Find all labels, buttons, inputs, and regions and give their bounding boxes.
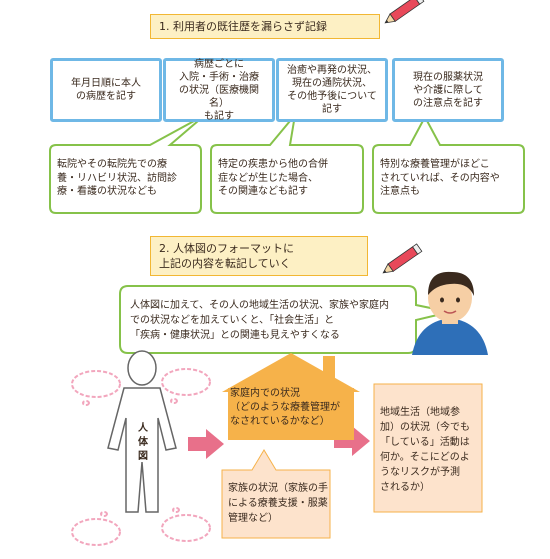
bubble-text-complications: 特定の疾患から他の合併 症などが生じた場合、 その関連なども記す — [218, 159, 328, 197]
community-box — [373, 383, 483, 513]
person-avatar — [412, 271, 488, 355]
speech-bubble — [119, 285, 451, 354]
box-text: 年月日順に本人 の病歴を記す — [71, 78, 141, 102]
pink-thought-bubbles — [71, 368, 211, 546]
arrow-right — [188, 429, 224, 459]
house-shape — [222, 353, 360, 440]
family-box — [221, 449, 331, 539]
info-box-prognosis: 治癒や再発の状況、 現在の通院状況、 その他予後について 記す — [276, 58, 388, 122]
box-text: 病歴ごとに 入院・手術・治療 の状況（医療機関名） も記す — [179, 58, 259, 122]
info-box-medical-history: 年月日順に本人 の病歴を記す — [50, 58, 162, 122]
body-figure-label: 人 体 図 — [138, 423, 148, 462]
section2-title: 2. 人体図のフォーマットに 上記の内容を転記していく — [150, 236, 368, 276]
section1-title: 1. 利用者の既往歴を漏らさず記録 — [150, 14, 380, 39]
bubble-text-care: 特別な療養管理がほどこ されていれば、その内容や 注意点も — [380, 159, 500, 197]
family-text: 家族の状況（家族の手 による療養支援・服薬 管理など） — [228, 483, 328, 524]
box-text: 現在の服薬状況 や介護に際して の注意点を記す — [413, 71, 483, 109]
community-text: 地域生活（地域参 加）の状況（今でも 「している」活動は 何か。そこにどのよ う… — [380, 407, 470, 493]
pencil-icon — [382, 243, 423, 274]
green-bubbles — [49, 111, 525, 214]
house-text: 家庭内での状況 （どのような療養管理が なされているかなど） — [230, 388, 340, 427]
arrow-right — [334, 426, 370, 456]
pencil-icon — [384, 0, 425, 24]
speech-text: 人体図に加えて、その人の地域生活の状況、家族や家庭内 での状況などを加えていくと… — [130, 300, 389, 341]
human-body-figure — [107, 350, 177, 513]
bubble-text-transfer: 転院やその転院先での療 養・リハビリ状況、訪問診 療・看護の状況なども — [57, 159, 177, 197]
info-box-treatment: 病歴ごとに 入院・手術・治療 の状況（医療機関名） も記す — [163, 58, 275, 122]
info-box-medication: 現在の服薬状況 や介護に際して の注意点を記す — [392, 58, 504, 122]
box-text: 治癒や再発の状況、 現在の通院状況、 その他予後について 記す — [287, 65, 377, 115]
